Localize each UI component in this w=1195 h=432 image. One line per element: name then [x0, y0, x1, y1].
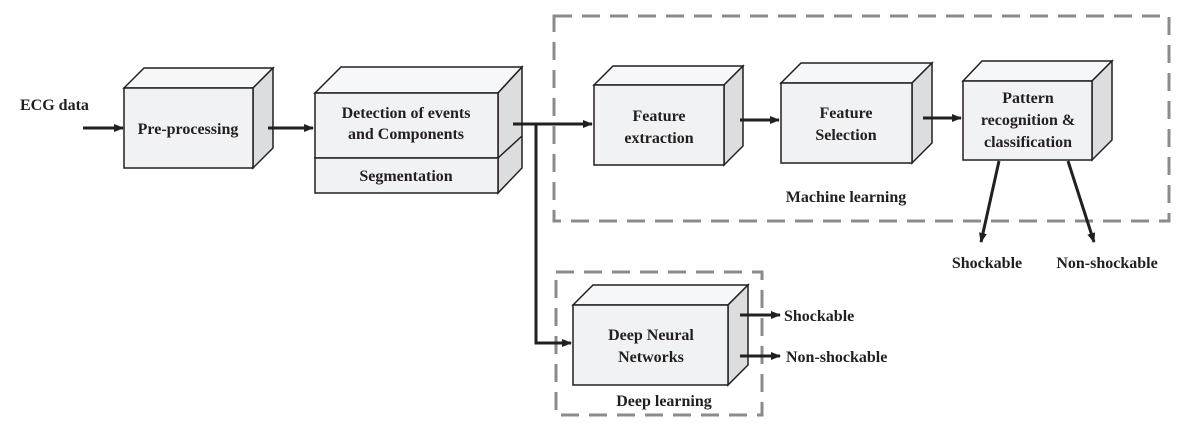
deep-learning-label: Deep learning	[616, 393, 712, 410]
arrow-ml-shockable	[979, 160, 1001, 243]
feature-extraction-label-line1: Feature	[632, 108, 685, 125]
preprocessing-block: Pre-processing	[122, 66, 275, 170]
feature-selection-label-line1: Feature	[819, 105, 872, 122]
feature-extraction-label-line2: extraction	[624, 130, 693, 147]
arrow-to-dnn	[534, 124, 572, 347]
dl-nonshockable-label: Non-shockable	[786, 349, 887, 366]
machine-learning-label: Machine learning	[786, 189, 906, 206]
detection-label-line1: Detection of events	[342, 105, 471, 122]
dnn-label-line2: Networks	[618, 349, 684, 366]
feature-extraction-block: Feature extraction	[592, 64, 745, 167]
segmentation-block	[314, 157, 499, 194]
dnn-label-line1: Deep Neural	[608, 327, 694, 344]
dl-shockable-label: Shockable	[784, 308, 854, 325]
pattern-label-line2: recognition &	[981, 112, 1075, 129]
feature-selection-label-line2: Selection	[815, 127, 876, 144]
dnn-block: Deep Neural Networks	[571, 283, 750, 387]
arrow-ml-nonshockable	[1066, 160, 1096, 243]
pattern-label-line3: classification	[984, 134, 1072, 151]
ml-shockable-label: Shockable	[952, 255, 1022, 272]
preprocessing-label: Pre-processing	[138, 121, 239, 138]
pattern-recognition-block: Pattern recognition & classification	[961, 59, 1114, 162]
segmentation-label: Segmentation	[359, 168, 452, 185]
input-label: ECG data	[20, 97, 89, 114]
detection-label-line2: and Components	[348, 126, 464, 143]
feature-selection-block: Feature Selection	[779, 61, 934, 165]
machine-learning-group	[552, 14, 1171, 223]
pattern-label-line1: Pattern	[1002, 90, 1054, 107]
detection-block: Detection of events and Components Segme…	[313, 65, 524, 195]
ml-nonshockable-label: Non-shockable	[1056, 255, 1157, 272]
